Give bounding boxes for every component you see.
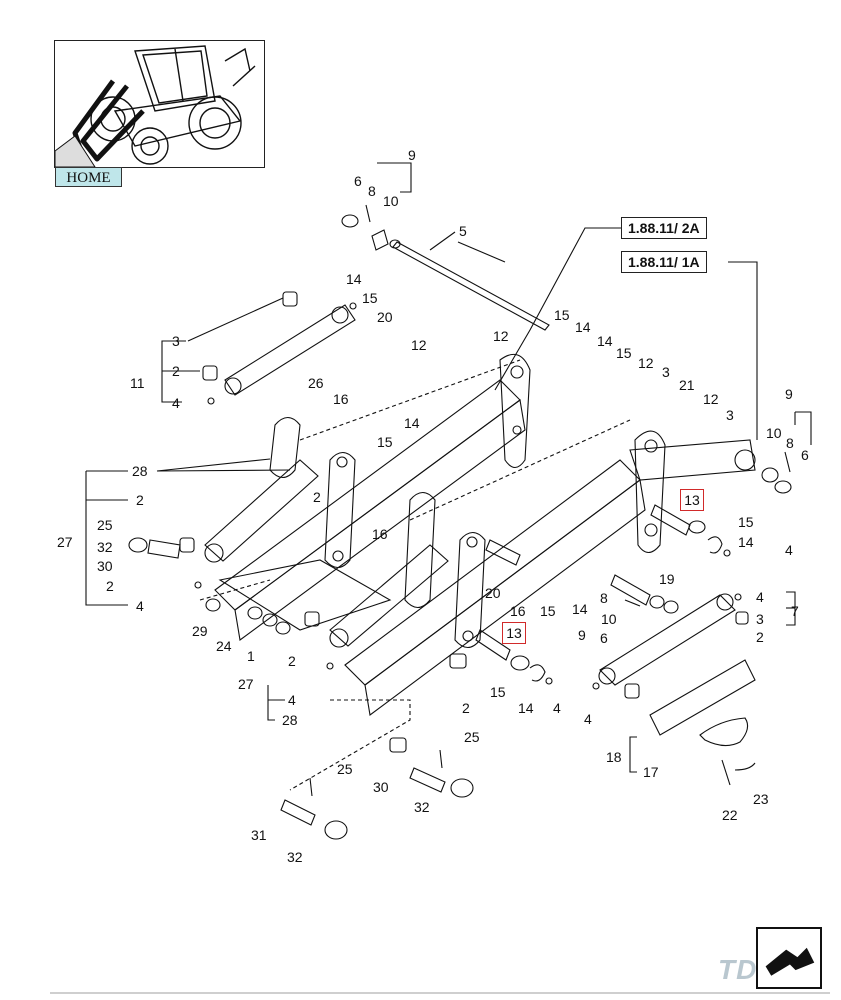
- callout: 2: [462, 700, 470, 716]
- callout: 17: [643, 764, 659, 780]
- callout: 20: [377, 309, 393, 325]
- callout: 25: [337, 761, 353, 777]
- callout: 22: [722, 807, 738, 823]
- callout: 6: [600, 630, 608, 646]
- callout: 8: [786, 435, 794, 451]
- callout: 14: [597, 333, 613, 349]
- callout: 8: [368, 183, 376, 199]
- callout: 3: [172, 333, 180, 349]
- callout: 14: [575, 319, 591, 335]
- callout: 8: [600, 590, 608, 606]
- callout: 31: [251, 827, 267, 843]
- backhoe-loader-illustration: [55, 45, 256, 167]
- callout: 4: [136, 598, 144, 614]
- callout: 6: [801, 447, 809, 463]
- next-page-button[interactable]: [756, 927, 822, 989]
- callout: 32: [414, 799, 430, 815]
- callout: 12: [703, 391, 719, 407]
- callout: 15: [554, 307, 570, 323]
- callout: 12: [493, 328, 509, 344]
- callout: 9: [785, 386, 793, 402]
- callout: 1: [247, 648, 255, 664]
- footer-divider: [50, 992, 830, 994]
- callout: 32: [287, 849, 303, 865]
- callout: 4: [288, 692, 296, 708]
- callout: 10: [383, 193, 399, 209]
- callout: 15: [490, 684, 506, 700]
- callout: 12: [638, 355, 654, 371]
- machine-thumbnail[interactable]: [54, 40, 265, 168]
- callout: 27: [57, 534, 73, 550]
- callout: 23: [753, 791, 769, 807]
- callout: 9: [408, 147, 416, 163]
- callout: 3: [726, 407, 734, 423]
- callout: 32: [97, 539, 113, 555]
- callout: 11: [130, 375, 145, 391]
- callout: 4: [172, 395, 180, 411]
- callout: 12: [411, 337, 427, 353]
- callout: 3: [662, 364, 670, 380]
- loader-frame-drawing: [85, 162, 812, 840]
- callout: 7: [791, 603, 799, 619]
- callout: 14: [518, 700, 534, 716]
- callout: 14: [572, 601, 588, 617]
- callout: 21: [679, 377, 695, 393]
- home-button[interactable]: HOME: [55, 167, 122, 187]
- callout: 15: [738, 514, 754, 530]
- callout: 5: [459, 223, 467, 239]
- callout: 25: [464, 729, 480, 745]
- callout: 4: [553, 700, 561, 716]
- callout: 15: [616, 345, 632, 361]
- callout: 3: [756, 611, 764, 627]
- callout: 20: [485, 585, 501, 601]
- callout-labels: 9 6 8 10 5 14 15 20 3 2 11 4 12 12 15 14…: [57, 147, 809, 865]
- callout: 2: [288, 653, 296, 669]
- callout: 16: [372, 526, 388, 542]
- callout: 2: [756, 629, 764, 645]
- callout: 10: [766, 425, 782, 441]
- callout: 16: [333, 391, 349, 407]
- callout: 29: [192, 623, 208, 639]
- callout: 27: [238, 676, 254, 692]
- callout: 25: [97, 517, 113, 533]
- highlighted-part-13-lower[interactable]: 13: [502, 622, 526, 644]
- reference-link-1-88-11-1a[interactable]: 1.88.11/ 1A: [621, 251, 707, 273]
- callout: 2: [172, 363, 180, 379]
- highlighted-part-13-upper[interactable]: 13: [680, 489, 704, 511]
- callout: 15: [540, 603, 556, 619]
- callout: 18: [606, 749, 622, 765]
- callout: 14: [404, 415, 420, 431]
- callout: 6: [354, 173, 362, 189]
- callout: 28: [132, 463, 148, 479]
- callout: 4: [584, 711, 592, 727]
- callout: 14: [738, 534, 754, 550]
- callout: 2: [136, 492, 144, 508]
- callout: 15: [362, 290, 378, 306]
- callout: 30: [97, 558, 113, 574]
- callout: 2: [313, 489, 321, 505]
- callout: 4: [756, 589, 764, 605]
- callout: 28: [282, 712, 298, 728]
- reference-link-1-88-11-2a[interactable]: 1.88.11/ 2A: [621, 217, 707, 239]
- callout: 30: [373, 779, 389, 795]
- callout: 15: [377, 434, 393, 450]
- callout: 2: [106, 578, 114, 594]
- callout: 24: [216, 638, 232, 654]
- callout: 19: [659, 571, 675, 587]
- callout: 4: [785, 542, 793, 558]
- callout: 14: [346, 271, 362, 287]
- page-turn-arrow-icon: [765, 947, 815, 976]
- callout: 26: [308, 375, 324, 391]
- callout: 10: [601, 611, 617, 627]
- callout: 16: [510, 603, 526, 619]
- callout: 9: [578, 627, 586, 643]
